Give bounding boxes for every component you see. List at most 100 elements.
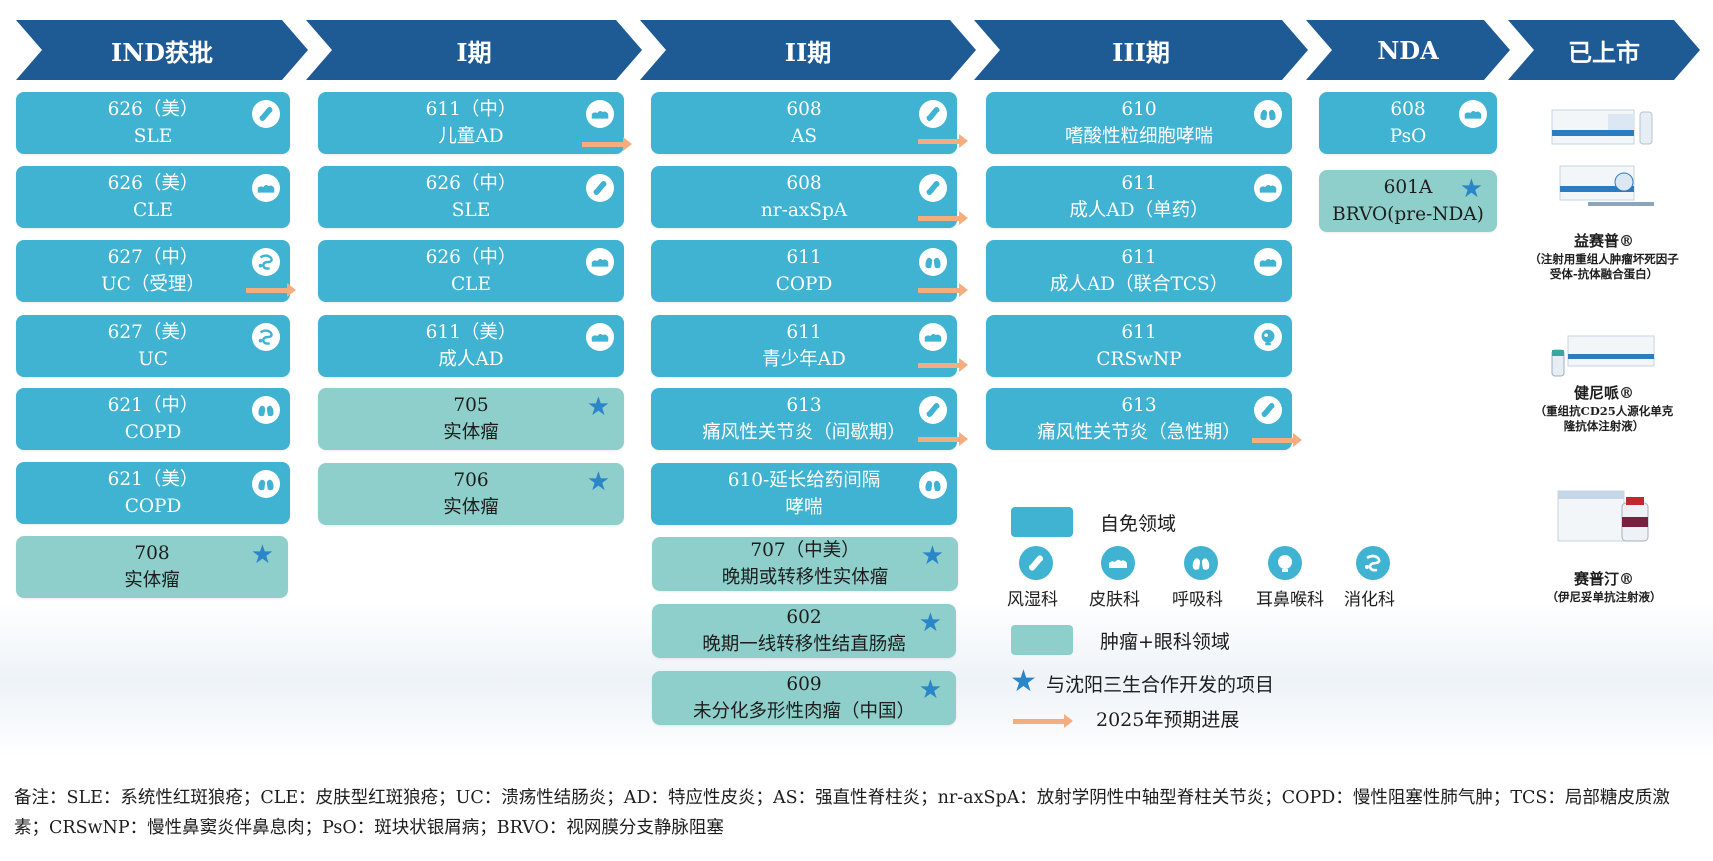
card-indication: 哮喘 — [785, 497, 823, 518]
card-title: 626（中） — [425, 247, 517, 268]
card-title: 608 — [786, 173, 822, 194]
card-indication: SLE — [451, 200, 491, 221]
card-indication: UC — [138, 349, 168, 370]
legend-onco-swatch — [1011, 625, 1073, 655]
card-title: 601A — [1383, 177, 1433, 198]
card-title: 611 — [786, 247, 822, 268]
phase-2: II期 — [640, 20, 976, 80]
card-indication: BRVO(pre-NDA) — [1332, 204, 1484, 225]
gastroenterology-icon — [252, 248, 280, 276]
card-title: 613 — [1121, 395, 1157, 416]
legend-star-icon: ★ — [1010, 664, 1037, 699]
pipeline-card-c15: 608 nr-axSpA — [651, 166, 957, 228]
star-icon: ★ — [250, 540, 274, 570]
star-icon: ★ — [918, 608, 942, 638]
legend-department-label: 耳鼻喉科 — [1256, 590, 1324, 610]
phase-ind: IND获批 — [16, 20, 308, 80]
pipeline-card-c3: 627（中）UC（受理） — [16, 240, 290, 302]
card-title: 602 — [786, 607, 822, 628]
card-title: 608 — [786, 99, 822, 120]
product-image-yisaipu — [1551, 109, 1654, 206]
product-image-jianipai — [1551, 335, 1655, 377]
pipeline-card-c4: 627（美）UC — [16, 315, 290, 377]
respiratory-icon — [919, 248, 947, 276]
pipeline-card-c5: 621（中） COPD — [16, 388, 290, 450]
phase-nda: NDA — [1306, 20, 1510, 80]
card-indication: COPD — [775, 274, 833, 295]
card-indication: COPD — [124, 422, 182, 443]
card-title: 705 — [453, 395, 489, 416]
card-title: 611 — [1121, 322, 1157, 343]
legend-ent-icon — [1268, 546, 1302, 580]
legend-gastroenterology-icon — [1356, 546, 1390, 580]
rheumatology-icon — [586, 174, 614, 202]
pipeline-card-c11: 611（美）成人AD — [318, 315, 624, 377]
progress-arrow — [918, 134, 968, 148]
legend-department-label: 皮肤科 — [1089, 590, 1140, 610]
card-title: 706 — [453, 470, 489, 491]
card-title: 610-延长给药间隔 — [727, 470, 881, 491]
card-title: 611 — [1121, 173, 1157, 194]
product-desc-saiputing: （伊尼妥单抗注射液） — [1546, 590, 1662, 604]
card-title: 621（中） — [107, 395, 199, 416]
card-title: 611（中） — [425, 99, 517, 120]
card-indication: 晚期一线转移性结直肠癌 — [702, 634, 906, 655]
progress-arrow — [918, 358, 968, 372]
card-title: 708 — [134, 543, 170, 564]
legend-rheumatology-icon — [1019, 546, 1053, 580]
star-icon: ★ — [920, 541, 944, 571]
legend-immune-swatch — [1011, 507, 1073, 537]
card-indication: 痛风性关节炎（间歇期） — [702, 422, 906, 443]
card-indication: 晚期或转移性实体瘤 — [721, 567, 889, 588]
card-indication: COPD — [124, 496, 182, 517]
legend-arrow-label: 2025年预期进展 — [1096, 709, 1240, 731]
product-desc-yisaipu: （注射用重组人肿瘤坏死因子受体-抗体融合蛋白） — [1529, 252, 1679, 281]
card-title: 608 — [1390, 99, 1426, 120]
dermatology-icon — [586, 100, 614, 128]
rheumatology-icon — [919, 396, 947, 424]
progress-arrow — [246, 283, 296, 297]
respiratory-icon — [919, 471, 947, 499]
dermatology-icon — [1459, 100, 1487, 128]
legend-department-label: 呼吸科 — [1172, 590, 1223, 610]
pipeline-card-c19: 610-延长给药间隔哮喘 — [651, 463, 957, 525]
pipeline-card-c8: 611（中）儿童AD — [318, 92, 624, 154]
card-title: 611 — [786, 322, 822, 343]
progress-arrow — [1252, 433, 1302, 447]
card-title: 621（美） — [107, 469, 199, 490]
phase-1: I期 — [306, 20, 642, 80]
star-icon: ★ — [918, 675, 942, 705]
pipeline-card-c1: 626（美）SLE — [16, 92, 290, 154]
footnote: 备注：SLE：系统性红斑狼疮；CLE：皮肤型红斑狼疮；UC：溃疡性结肠炎；AD：… — [14, 788, 1670, 838]
card-title: 611（美） — [425, 322, 517, 343]
star-icon: ★ — [1459, 174, 1483, 204]
card-indication: CRSwNP — [1096, 349, 1182, 370]
gastroenterology-icon — [252, 323, 280, 351]
legend-arrow-icon — [1013, 714, 1073, 728]
dermatology-icon — [919, 323, 947, 351]
product-name-jianipai: 健尼哌® — [1573, 384, 1634, 402]
card-indication: AS — [790, 126, 818, 147]
card-indication: 实体瘤 — [124, 570, 180, 591]
card-indication: nr-axSpA — [760, 200, 848, 221]
progress-arrow — [918, 211, 968, 225]
card-title: 609 — [786, 674, 822, 695]
card-indication: CLE — [133, 200, 173, 221]
progress-arrow — [582, 137, 632, 151]
phase-3: III期 — [974, 20, 1308, 80]
pipeline-card-c7: 708 实体瘤 ★ — [16, 536, 288, 598]
pipeline-card-c20: 707（中美）晚期或转移性实体瘤★ — [652, 537, 958, 591]
rheumatology-icon — [1254, 396, 1282, 424]
progress-arrow — [918, 432, 968, 446]
